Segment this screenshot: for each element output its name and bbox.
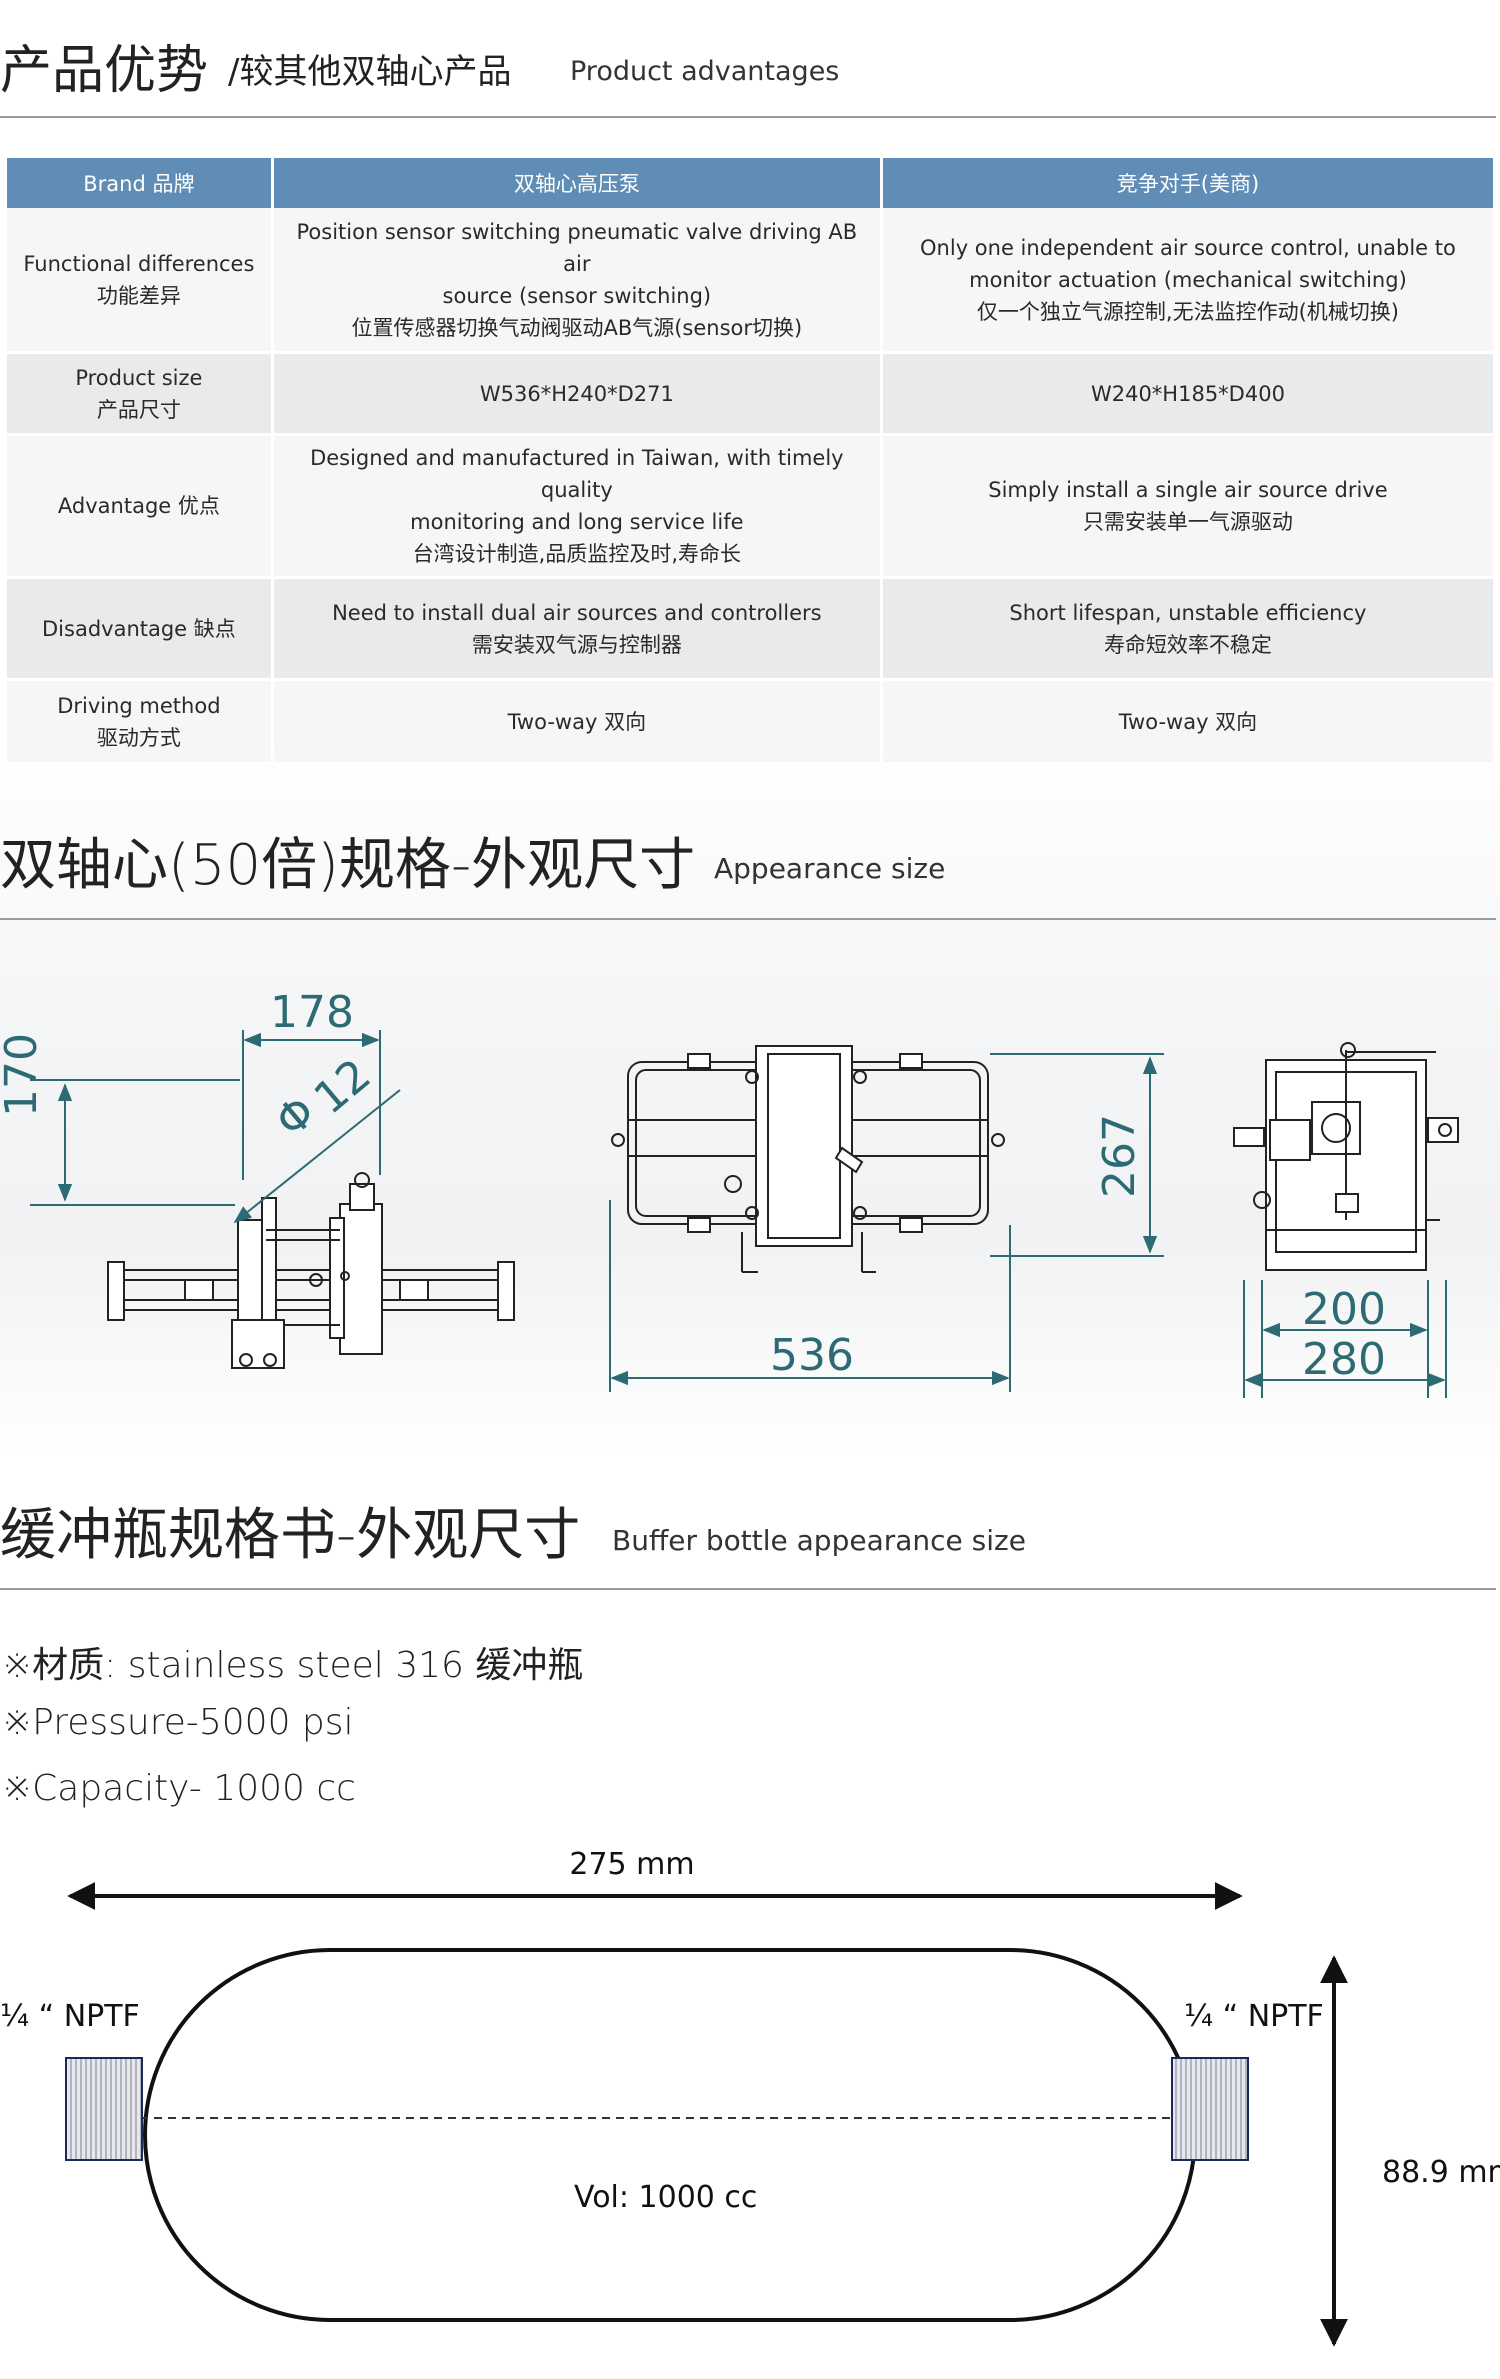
- cell-line: Need to install dual air sources and con…: [332, 600, 822, 625]
- comparison-table: Brand 品牌 双轴心高压泵 竞争对手(美商) Functional diff…: [4, 158, 1496, 765]
- section-divider: [0, 116, 1496, 118]
- table-row: Disadvantage 缺点 Need to install dual air…: [7, 579, 1493, 681]
- row-label: Advantage 优点: [7, 436, 271, 579]
- cell-competitor: Simply install a single air source drive…: [882, 436, 1493, 579]
- cell-line: Position sensor switching pneumatic valv…: [296, 219, 858, 276]
- right-port-label: ¼ “ NPTF: [1184, 1999, 1324, 2034]
- cell-ours: Position sensor switching pneumatic valv…: [273, 208, 880, 354]
- section-subtitle-cn: /较其他双轴心产品: [228, 52, 512, 92]
- table-row: Driving method 驱动方式 Two-way 双向 Two-way 双…: [7, 681, 1493, 765]
- cell-line: Short lifespan, unstable efficiency: [1009, 600, 1367, 625]
- left-port: [65, 2057, 143, 2161]
- cell-line: 仅一个独立气源控制,无法监控作动(机械切换): [976, 299, 1399, 324]
- cell-line: Simply install a single air source drive: [988, 478, 1388, 502]
- spec-material: ※材质: stainless steel 316 缓冲瓶: [2, 1645, 584, 1686]
- bottle-length-label: 275 mm: [569, 1847, 694, 1882]
- section-title-cn: 产品优势: [0, 41, 209, 101]
- row-label-line: Product size: [75, 365, 203, 390]
- cell-competitor: Two-way 双向: [882, 681, 1493, 765]
- bottle-body: [143, 1948, 1197, 2322]
- cell-ours: Two-way 双向: [273, 681, 880, 765]
- row-label-line: 驱动方式: [96, 725, 181, 750]
- cell-line: W240*H185*D400: [1090, 381, 1285, 406]
- cell-competitor: W240*H185*D400: [882, 354, 1493, 436]
- row-label: Functional differences 功能差异: [7, 208, 271, 354]
- dim-267: 267: [1094, 1114, 1145, 1198]
- dim-170: 170: [0, 1033, 47, 1117]
- cell-line: 位置传感器切换气动阀驱动AB气源(sensor切换): [351, 315, 803, 340]
- header-brand: Brand 品牌: [7, 158, 271, 208]
- row-label-line: Driving method: [57, 693, 221, 718]
- pump-view-side: [107, 1172, 515, 1369]
- row-label: Disadvantage 缺点: [7, 579, 271, 681]
- cell-ours: Need to install dual air sources and con…: [273, 579, 880, 681]
- cell-line: Designed and manufactured in Taiwan, wit…: [310, 446, 844, 502]
- dim-12: 12: [305, 1049, 381, 1124]
- header-ours: 双轴心高压泵: [273, 158, 880, 208]
- dim-280: 280: [1302, 1334, 1386, 1385]
- section-subtitle-en: Appearance size: [714, 852, 946, 885]
- dimension-lines-view1: [30, 1030, 401, 1224]
- spec-capacity: ※Capacity- 1000 cc: [2, 1768, 356, 1809]
- bottle-volume-label: Vol: 1000 cc: [574, 2180, 757, 2215]
- row-label-line: 产品尺寸: [96, 397, 181, 422]
- cell-line: 台湾设计制造,品质监控及时,寿命长: [412, 542, 742, 566]
- table-row: Functional differences 功能差异 Position sen…: [7, 208, 1493, 354]
- left-port-label: ¼ “ NPTF: [0, 1999, 140, 2034]
- cell-line: monitor actuation (mechanical switching): [969, 267, 1407, 292]
- pump-view-front: [611, 1045, 1005, 1273]
- row-label-line: 功能差异: [96, 283, 181, 308]
- row-label: Product size 产品尺寸: [7, 354, 271, 436]
- cell-line: W536*H240*D271: [479, 381, 674, 406]
- header-competitor: 竞争对手(美商): [882, 158, 1493, 208]
- bottle-diameter-label: 88.9 mm: [1382, 2155, 1500, 2190]
- cell-ours: W536*H240*D271: [273, 354, 880, 436]
- section-subtitle-en: Buffer bottle appearance size: [612, 1524, 1026, 1557]
- section-divider: [0, 1588, 1496, 1590]
- cell-line: 只需安装单一气源驱动: [1082, 510, 1293, 534]
- dimension-lines-view3: [1243, 1280, 1447, 1398]
- cell-line: 寿命短效率不稳定: [1103, 632, 1272, 657]
- cell-line: source (sensor switching): [442, 283, 712, 308]
- right-port: [1171, 2057, 1249, 2161]
- buffer-bottle-drawing: 275 mm ¼ “ NPTF ¼ “ NPTF Vol: 1000 cc 88…: [0, 1847, 1500, 2347]
- dimension-lines-view2: [609, 1053, 1164, 1392]
- cell-competitor: Only one independent air source control,…: [882, 208, 1493, 354]
- cell-line: monitoring and long service life: [410, 510, 744, 534]
- cell-line: Two-way 双向: [507, 709, 647, 734]
- section-divider: [0, 918, 1496, 920]
- cell-line: Only one independent air source control,…: [920, 235, 1456, 260]
- section-header-buffer-bottle: 缓冲瓶规格书-外观尺寸 Buffer bottle appearance siz…: [0, 1490, 1496, 1580]
- section-header-appearance: 双轴心(50倍)规格-外观尺寸 Appearance size: [0, 820, 1496, 910]
- spec-pressure: ※Pressure-5000 psi: [2, 1702, 354, 1743]
- section-header-advantages: 产品优势 /较其他双轴心产品 Product advantages: [0, 22, 1496, 102]
- cell-line: 需安装双气源与控制器: [471, 632, 682, 657]
- row-label-line: Advantage 优点: [57, 494, 220, 518]
- table-row: Product size 产品尺寸 W536*H240*D271 W240*H1…: [7, 354, 1493, 436]
- section-title-cn: 缓冲瓶规格书-外观尺寸: [0, 1503, 581, 1568]
- row-label: Driving method 驱动方式: [7, 681, 271, 765]
- cell-competitor: Short lifespan, unstable efficiency 寿命短效…: [882, 579, 1493, 681]
- section-subtitle-en: Product advantages: [570, 56, 840, 87]
- dim-200: 200: [1302, 1284, 1386, 1335]
- section-title-cn: 双轴心(50倍)规格-外观尺寸: [0, 833, 696, 898]
- table-row: Advantage 优点 Designed and manufactured i…: [7, 436, 1493, 579]
- cell-line: Two-way 双向: [1118, 709, 1258, 734]
- row-label-line: Disadvantage 缺点: [42, 616, 236, 641]
- table-header-row: Brand 品牌 双轴心高压泵 竞争对手(美商): [7, 158, 1493, 208]
- pump-view-end: [1233, 1042, 1459, 1271]
- cell-ours: Designed and manufactured in Taiwan, wit…: [273, 436, 880, 579]
- pump-technical-drawing: 178 170 Φ 12 536 267: [0, 987, 1459, 1398]
- dim-536: 536: [770, 1330, 854, 1381]
- dim-178: 178: [270, 987, 354, 1038]
- row-label-line: Functional differences: [23, 251, 255, 276]
